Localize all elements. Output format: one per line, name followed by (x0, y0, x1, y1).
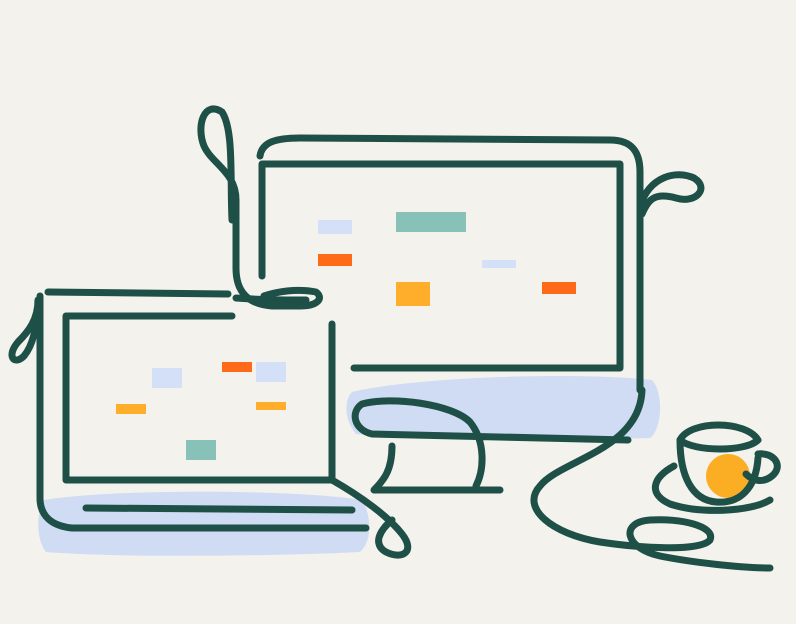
screen-block (542, 282, 576, 294)
laptop-left-loop (8, 296, 42, 364)
screen-block (318, 220, 352, 234)
cup-rim (676, 421, 762, 453)
laptop-hinge-loop (328, 476, 412, 559)
monitor-frame (232, 134, 644, 394)
monitor-cable-loop (197, 105, 323, 310)
laptop-lid (36, 292, 370, 532)
laptop-icon (8, 288, 412, 559)
screen-block (256, 362, 286, 382)
screen-block (396, 282, 430, 306)
screen-block (152, 368, 182, 388)
monitor-stand (370, 442, 504, 494)
monitor-outline (351, 397, 632, 490)
screen-block (186, 440, 216, 460)
cup-handle (742, 450, 781, 484)
laptop-screen (116, 362, 286, 460)
laptop-top-edge (44, 288, 232, 298)
cup-saucer (651, 462, 774, 514)
coffee-cup-icon (651, 421, 781, 514)
monitor-screen (318, 212, 576, 306)
monitor-icon (197, 105, 774, 572)
monitor-side-loop (636, 171, 705, 218)
screen-block (256, 402, 286, 410)
laptop-keyboard-line (82, 504, 356, 514)
monitor-highlight (346, 376, 661, 440)
screen-block (222, 362, 252, 372)
monitor-power-cable (530, 386, 774, 572)
screen-block (396, 212, 466, 232)
coffee-highlight (706, 454, 750, 498)
screen-block (318, 254, 352, 266)
screen-block (482, 260, 516, 268)
laptop-highlight (38, 491, 370, 556)
monitor-screen-border (258, 160, 624, 372)
screen-block (116, 404, 146, 414)
